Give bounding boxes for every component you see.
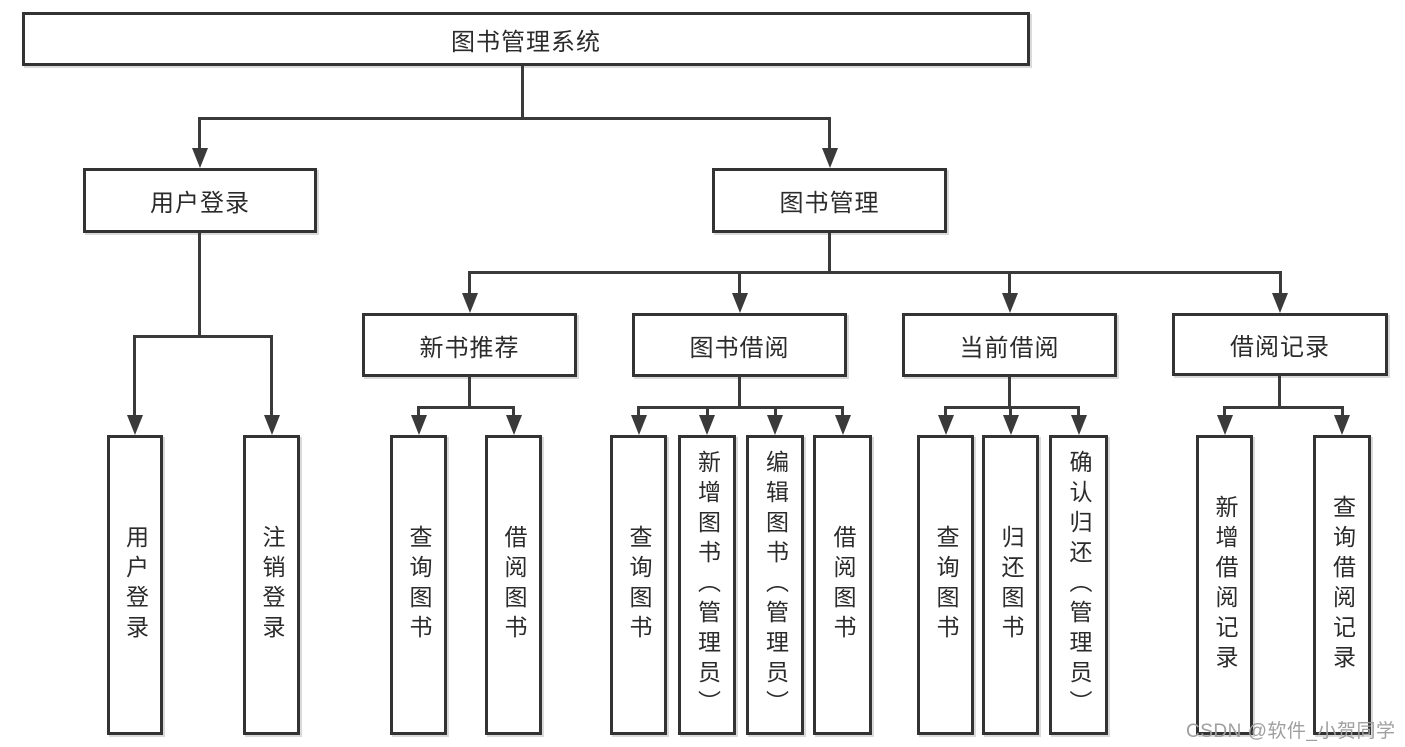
node-bb-query-books: 查询图书 bbox=[610, 435, 667, 735]
arrowhead-bb-edit bbox=[767, 415, 783, 435]
arrowhead-logout bbox=[264, 415, 280, 435]
node-user-login-action-label: 用户登录 bbox=[122, 525, 149, 645]
connector-cb-branch bbox=[944, 406, 1080, 409]
arrowhead-br-add bbox=[1217, 415, 1233, 435]
connector-logout-stem bbox=[270, 335, 273, 415]
arrowhead-book-mgmt bbox=[822, 148, 838, 168]
connector-cb-return-stem bbox=[1009, 406, 1012, 415]
connector-bb-edit-stem bbox=[774, 406, 777, 415]
arrowhead-cb-query bbox=[938, 415, 954, 435]
arrowhead-nbr-query bbox=[411, 415, 427, 435]
arrowhead-bb-query bbox=[631, 415, 647, 435]
arrowhead-user-login bbox=[192, 148, 208, 168]
node-cb-query-books-label: 查询图书 bbox=[933, 525, 959, 645]
node-user-login: 用户登录 bbox=[83, 168, 317, 233]
arrowhead-cb-return bbox=[1003, 415, 1019, 435]
connector-bb-query-stem bbox=[637, 406, 640, 415]
node-br-query-record-label: 查询借阅记录 bbox=[1329, 495, 1356, 675]
node-br-query-record: 查询借阅记录 bbox=[1313, 435, 1371, 735]
connector-level2-branch bbox=[199, 117, 831, 120]
connector-nbr-branch bbox=[417, 406, 515, 409]
node-borrowing-records: 借阅记录 bbox=[1172, 313, 1388, 376]
connector-root-stem bbox=[521, 66, 524, 117]
arrowhead-cb-confirm bbox=[1071, 415, 1087, 435]
connector-nbr-borrow-stem bbox=[512, 406, 515, 415]
arrowhead-book-borrow bbox=[732, 293, 748, 313]
node-nbr-borrow-books-label: 借阅图书 bbox=[501, 525, 527, 645]
node-logout: 注销登录 bbox=[243, 435, 300, 735]
connector-user-login-stem bbox=[198, 117, 201, 148]
node-bb-edit-books-admin: 编辑图书（管理员） bbox=[746, 435, 804, 735]
connector-level3-branch bbox=[468, 271, 1282, 274]
node-nbr-query-books-label: 查询图书 bbox=[406, 525, 432, 645]
arrowhead-bb-add bbox=[699, 415, 715, 435]
connector-cb-confirm-stem bbox=[1077, 406, 1080, 415]
connector-bb-down bbox=[738, 376, 741, 406]
connector-nbr-query-stem bbox=[417, 406, 420, 415]
node-bb-add-books-admin: 新增图书（管理员） bbox=[678, 435, 736, 735]
node-library-management-system: 图书管理系统 bbox=[22, 12, 1030, 66]
connector-user-login-branch bbox=[134, 335, 273, 338]
node-cb-query-books: 查询图书 bbox=[917, 435, 974, 735]
arrowhead-borrow-record bbox=[1272, 293, 1288, 313]
node-bb-query-books-label: 查询图书 bbox=[626, 525, 652, 645]
arrowhead-br-query bbox=[1334, 415, 1350, 435]
node-bb-add-books-admin-label: 新增图书（管理员） bbox=[694, 450, 721, 720]
node-cb-return-books-label: 归还图书 bbox=[998, 525, 1024, 645]
node-bb-borrow-books: 借阅图书 bbox=[813, 435, 872, 735]
arrowhead-new-book-rec bbox=[462, 293, 478, 313]
arrowhead-bb-borrow bbox=[835, 415, 851, 435]
node-cb-return-books: 归还图书 bbox=[982, 435, 1039, 735]
connector-br-add-stem bbox=[1223, 406, 1226, 415]
node-br-add-record-label: 新增借阅记录 bbox=[1212, 495, 1238, 675]
arrowhead-nbr-borrow bbox=[506, 415, 522, 435]
connector-bb-borrow-stem bbox=[841, 406, 844, 415]
node-new-book-recommend: 新书推荐 bbox=[362, 313, 577, 377]
node-book-management: 图书管理 bbox=[712, 168, 947, 233]
node-book-borrowing: 图书借阅 bbox=[632, 313, 847, 377]
connector-user-login-down bbox=[198, 233, 201, 335]
connector-login-action-stem bbox=[133, 335, 136, 415]
node-bb-borrow-books-label: 借阅图书 bbox=[830, 525, 856, 645]
node-nbr-borrow-books: 借阅图书 bbox=[485, 435, 542, 735]
connector-book-mgmt-down bbox=[828, 233, 831, 271]
connector-borrow-record-stem bbox=[1279, 271, 1282, 295]
node-cb-confirm-return-admin-label: 确认归还（管理员） bbox=[1066, 450, 1092, 720]
node-br-add-record: 新增借阅记录 bbox=[1196, 435, 1253, 735]
connector-br-down bbox=[1278, 376, 1281, 406]
node-cb-confirm-return-admin: 确认归还（管理员） bbox=[1049, 435, 1108, 735]
node-current-borrowing: 当前借阅 bbox=[902, 313, 1117, 377]
arrowhead-current-borrow bbox=[1002, 293, 1018, 313]
connector-br-query-stem bbox=[1341, 406, 1344, 415]
node-logout-label: 注销登录 bbox=[259, 525, 285, 645]
connector-book-borrow-stem bbox=[738, 271, 741, 295]
connector-bb-branch bbox=[637, 406, 842, 409]
node-nbr-query-books: 查询图书 bbox=[390, 435, 447, 735]
node-bb-edit-books-admin-label: 编辑图书（管理员） bbox=[762, 450, 789, 720]
connector-book-mgmt-stem bbox=[828, 117, 831, 148]
connector-current-borrow-stem bbox=[1008, 271, 1011, 295]
node-user-login-action: 用户登录 bbox=[107, 435, 163, 735]
connector-br-branch bbox=[1223, 406, 1343, 409]
connector-cb-query-stem bbox=[944, 406, 947, 415]
arrowhead-login-action bbox=[127, 415, 143, 435]
connector-bb-add-stem bbox=[706, 406, 709, 415]
csdn-watermark: CSDN @软件_小贺同学 bbox=[1186, 721, 1396, 742]
connector-cb-down bbox=[1008, 376, 1011, 406]
connector-nbr-down bbox=[468, 376, 471, 406]
connector-new-book-rec-stem bbox=[468, 271, 471, 295]
